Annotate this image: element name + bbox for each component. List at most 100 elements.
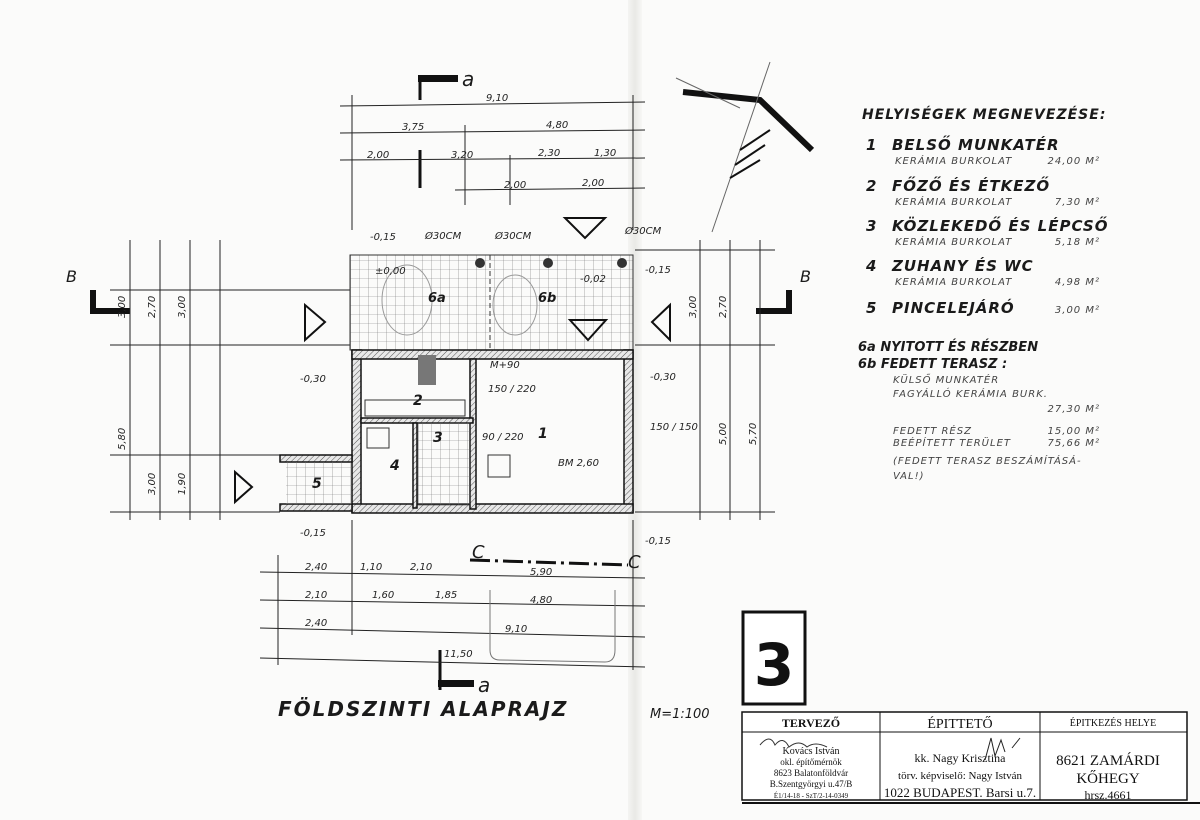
entrance-arrow-icon	[650, 302, 671, 343]
drawing-label: 150 / 150	[650, 422, 698, 433]
entrance-arrow-icon	[567, 319, 609, 342]
drawing-label: Ø30CM	[624, 225, 662, 237]
drawing-label: 2,70	[147, 296, 158, 318]
drawing-label: 5,00	[718, 423, 729, 445]
drawing-label: 1,90	[177, 473, 188, 495]
drawing-label: 75,66 M²	[1048, 438, 1100, 449]
drawing-label: 6a NYITOTT ÉS RÉSZBEN	[858, 339, 1038, 355]
dimension-chain-bottom	[259, 520, 646, 670]
drawing-label: 5,80	[117, 428, 128, 450]
entrance-arrow-icon	[562, 217, 608, 240]
drawing-label: KÖZLEKEDŐ ÉS LÉPCSŐ	[892, 215, 1109, 235]
drawing-label: 2,70	[718, 296, 729, 318]
drawing-label: FEDETT RÉSZ	[893, 424, 972, 437]
drawing-label: -0,15	[645, 265, 671, 276]
drawing-label: 2,10	[410, 562, 432, 573]
drawing-label: 150 / 220	[488, 384, 536, 395]
drawing-label: 9,10	[505, 624, 527, 635]
paper-fold	[628, 0, 642, 820]
drawing-label: ÉPITTETŐ	[927, 715, 992, 732]
drawing-label: 1,85	[435, 590, 457, 601]
terrace-6a-6b	[349, 254, 634, 351]
drawing-label: hrsz.4661	[1085, 788, 1132, 802]
sheet-number: 3	[754, 631, 794, 699]
drawing-label: M+90	[490, 360, 520, 371]
drawing-label: 3,00	[177, 296, 188, 318]
drawing-label: okl. építőmérnök	[780, 757, 842, 767]
drawing-label: FAGYÁLLÓ KERÁMIA BURK.	[893, 387, 1048, 400]
drawing-label: 90 / 220	[482, 432, 524, 443]
drawing-label: 27,30 M²	[1048, 404, 1100, 415]
drawing-label: törv. képviselő: Nagy István	[898, 770, 1022, 782]
drawing-label: 1	[538, 426, 548, 442]
drawing-label: 5	[866, 299, 877, 317]
sheet-number-box	[741, 610, 807, 706]
section-mark-a-top: a	[418, 67, 474, 188]
dimension-chain-left	[110, 240, 350, 520]
client-signature	[984, 737, 1021, 761]
drawing-label: B.Szentgyörgyi u.47/B	[770, 779, 853, 789]
drawing-label: B	[66, 267, 77, 286]
drawing-label: Kovács István	[783, 746, 840, 757]
drawing-label: KERÁMIA BURKOLAT	[895, 235, 1012, 248]
drawing-label: C	[472, 542, 485, 563]
dimension-chain-top	[339, 95, 646, 230]
drawing-label: 2,40	[305, 618, 327, 629]
drawing-label: 2,00	[367, 150, 389, 161]
drawing-label: 3	[866, 217, 877, 235]
drawing-label: -0,30	[300, 374, 326, 385]
drawing-label: É1/14-18 - SzT/2-14-0349	[774, 792, 849, 800]
legend-item: 5 PINCELEJÁRÓ 3,00 M²	[866, 298, 1099, 317]
drawing-label: 6b FEDETT TERASZ :	[858, 357, 1007, 372]
drawing-label: 11,50	[444, 649, 473, 660]
drawing-label: a	[462, 67, 474, 91]
plan-scale: M=1:100	[650, 707, 710, 722]
drawing-label: 5,18 M²	[1055, 237, 1100, 248]
drawing-label: 2,00	[582, 178, 604, 189]
drawing-label: ±0,00	[375, 266, 406, 277]
drawing-label: 1,30	[594, 148, 616, 159]
drawing-label: HELYISÉGEK MEGNEVEZÉSE:	[862, 106, 1106, 123]
designer-signature	[759, 738, 828, 748]
drawing-label: 3,75	[402, 122, 424, 133]
drawing-label: 6a	[428, 291, 446, 306]
drawing-label: 3,20	[451, 150, 473, 161]
drawing-label: 1,60	[372, 590, 394, 601]
entrance-arrow-icon	[234, 469, 254, 505]
drawing-label: KŐHEGY	[1076, 770, 1139, 787]
building-walls	[279, 349, 634, 514]
drawing-label: 7,30 M²	[1055, 197, 1100, 208]
dimension-chain-right	[635, 240, 775, 520]
drawing-label: BM 2,60	[558, 458, 599, 469]
drawing-label: B	[800, 267, 811, 286]
plan-title: FÖLDSZINTI ALAPRAJZ	[278, 697, 568, 721]
legend-item: 1 BELSŐ MUNKATÉR KERÁMIA BURKOLAT 24,00 …	[866, 134, 1099, 167]
title-block: TERVEZŐ Kovács István okl. építőmérnök 8…	[741, 711, 1200, 804]
drawing-label: 3,00	[117, 296, 128, 318]
drawing-label: 4,80	[546, 120, 568, 131]
drawing-label: KÜLSŐ MUNKATÉR	[893, 372, 999, 386]
section-mark-b-left: B	[66, 267, 130, 314]
drawing-label: 2,40	[305, 562, 327, 573]
drawing-label: TERVEZŐ	[782, 715, 840, 730]
drawing-label: 5	[312, 476, 322, 492]
drawing-label: (FEDETT TERASZ BESZÁMÍTÁSÁ-	[893, 454, 1082, 467]
drawing-label: -0,15	[370, 232, 396, 243]
drawing-label: ZUHANY ÉS WC	[891, 256, 1034, 275]
drawing-label: 3,00	[688, 296, 699, 318]
drawing-label: 6b	[538, 291, 556, 306]
drawing-label: 3,00	[147, 473, 158, 495]
drawing-label: ÉPITKEZÉS HELYE	[1070, 717, 1156, 729]
legend-item: 2 FŐZŐ ÉS ÉTKEZŐ KERÁMIA BURKOLAT 7,30 M…	[866, 175, 1100, 208]
drawing-label: PINCELEJÁRÓ	[892, 298, 1015, 317]
legend-item: 3 KÖZLEKEDŐ ÉS LÉPCSŐ KERÁMIA BURKOLAT 5…	[866, 215, 1109, 248]
drawing-label: 2,10	[305, 590, 327, 601]
drawing-label: -0,15	[300, 528, 326, 539]
room-legend: HELYISÉGEK MEGNEVEZÉSE: 1 BELSŐ MUNKATÉR…	[858, 106, 1109, 482]
drawing-label: 1022 BUDAPEST. Barsi u.7.	[884, 785, 1036, 800]
drawing-label: 5,70	[748, 423, 759, 445]
drawing-label: Ø30CM	[494, 230, 532, 242]
section-mark-b-right: B	[756, 267, 811, 314]
north-arrow-icon	[675, 61, 815, 233]
